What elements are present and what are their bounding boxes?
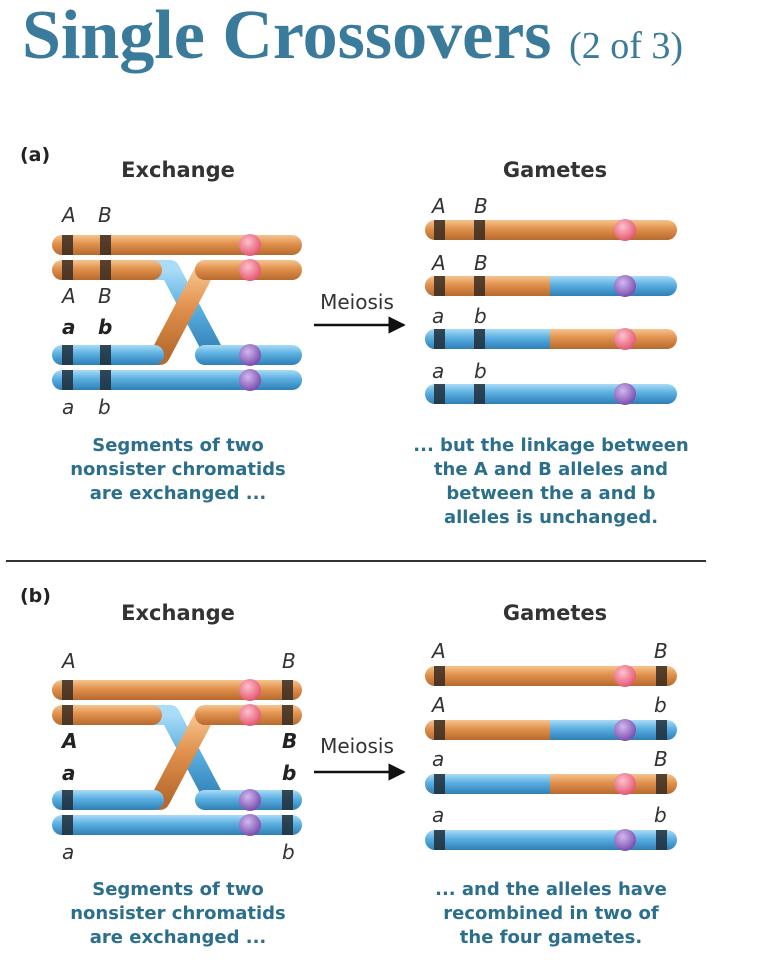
caption-line: recombined in two of bbox=[443, 903, 659, 924]
allele-label: b bbox=[654, 803, 667, 827]
allele-label: b bbox=[98, 315, 112, 339]
caption-line: ... but the linkage between bbox=[413, 435, 688, 456]
caption-line: the four gametes. bbox=[460, 927, 642, 948]
panel-a-label: (a) bbox=[20, 144, 50, 166]
allele-label: B bbox=[474, 194, 488, 218]
panel-b-exchange-heading: Exchange bbox=[121, 601, 235, 625]
caption-line: nonsister chromatids bbox=[70, 459, 286, 480]
panel-b-arrow-label: Meiosis bbox=[320, 734, 394, 758]
title-main: Single Crossovers bbox=[22, 0, 552, 74]
allele-label: B bbox=[282, 649, 296, 673]
panel-b-exchange-chromatids bbox=[52, 679, 302, 836]
panel-a-exchange-chromatids bbox=[52, 234, 302, 391]
allele-label: a bbox=[62, 761, 76, 785]
allele-label: a bbox=[432, 747, 444, 771]
panel-a-caption-right: ... but the linkage between the A and B … bbox=[413, 435, 688, 528]
panel-a-exchange-heading: Exchange bbox=[121, 158, 235, 182]
allele-label: A bbox=[60, 649, 76, 673]
allele-label: A bbox=[430, 194, 446, 218]
caption-line: ... and the alleles have bbox=[435, 879, 667, 900]
allele-label: B bbox=[98, 203, 112, 227]
caption-line: Segments of two bbox=[92, 879, 263, 900]
allele-label: A bbox=[430, 693, 446, 717]
caption-line: the A and B alleles and bbox=[434, 459, 668, 480]
panel-b-gametes-heading: Gametes bbox=[503, 601, 607, 625]
allele-label: A bbox=[60, 729, 77, 753]
allele-label: b bbox=[474, 304, 487, 328]
caption-line: alleles is unchanged. bbox=[444, 507, 658, 528]
title-sub: (2 of 3) bbox=[569, 25, 684, 67]
allele-label: a bbox=[432, 803, 444, 827]
allele-label: b bbox=[654, 693, 667, 717]
panel-b-gametes: A B A b a B a b bbox=[425, 639, 677, 851]
allele-label: a bbox=[432, 304, 444, 328]
panel-a-gametes: A B A B a b a b bbox=[425, 194, 677, 405]
allele-label: b bbox=[98, 395, 111, 419]
allele-label: B bbox=[98, 284, 112, 308]
allele-label: b bbox=[282, 761, 296, 785]
allele-label: b bbox=[282, 840, 295, 864]
allele-label: A bbox=[430, 251, 446, 275]
panel-a-caption-left: Segments of two nonsister chromatids are… bbox=[70, 435, 286, 504]
allele-label: B bbox=[654, 747, 668, 771]
allele-label: B bbox=[474, 251, 488, 275]
allele-label: a bbox=[62, 315, 76, 339]
allele-label: b bbox=[474, 359, 487, 383]
caption-line: Segments of two bbox=[92, 435, 263, 456]
allele-label: A bbox=[60, 203, 76, 227]
allele-label: A bbox=[430, 639, 446, 663]
caption-line: are exchanged ... bbox=[90, 927, 267, 948]
panel-a-arrow-label: Meiosis bbox=[320, 290, 394, 314]
allele-label: a bbox=[62, 840, 74, 864]
panel-b-label: (b) bbox=[20, 585, 51, 607]
allele-label: a bbox=[432, 359, 444, 383]
allele-label: B bbox=[654, 639, 668, 663]
panel-a-gametes-heading: Gametes bbox=[503, 158, 607, 182]
allele-label: A bbox=[60, 284, 76, 308]
caption-line: are exchanged ... bbox=[90, 483, 267, 504]
caption-line: nonsister chromatids bbox=[70, 903, 286, 924]
page-title: Single Crossovers (2 of 3) bbox=[22, 0, 683, 76]
caption-line: between the a and b bbox=[446, 483, 655, 504]
panel-b-caption-left: Segments of two nonsister chromatids are… bbox=[70, 879, 286, 948]
allele-label: a bbox=[62, 395, 74, 419]
allele-label: B bbox=[282, 729, 297, 753]
panel-b-caption-right: ... and the alleles have recombined in t… bbox=[435, 879, 667, 948]
